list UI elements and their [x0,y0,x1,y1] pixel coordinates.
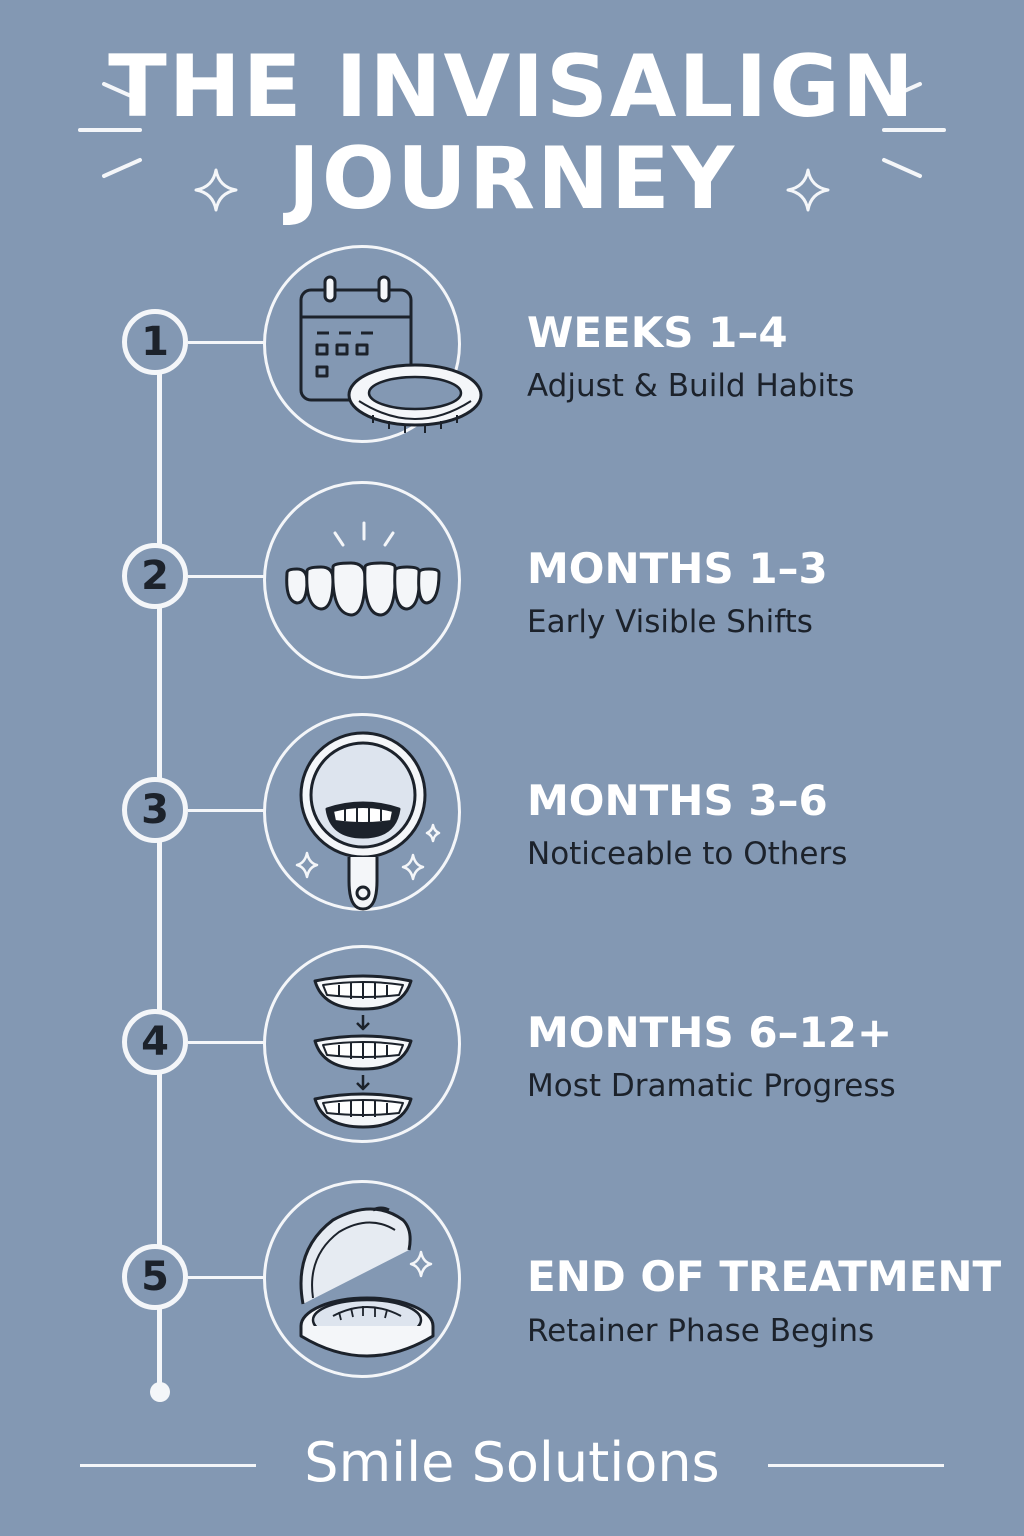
step-number-badge: 2 [122,543,188,609]
step-connector [188,809,266,812]
page-title-line-1: THE INVISALIGN [108,37,916,137]
retainer-case-icon [299,1206,435,1358]
footer-divider-left [80,1464,256,1467]
step-icon-circle [263,481,461,679]
page-title-line-2: JOURNEY [287,129,737,229]
timeline-step-5: 5 END OF TREATMENT Retainer Phase Begins [0,1180,1024,1380]
step-subtitle: Retainer Phase Begins [527,1313,875,1349]
step-title: MONTHS 1–3 [527,544,828,593]
teeth-icon [285,521,441,617]
step-number-badge: 5 [122,1244,188,1310]
step-number-badge: 1 [122,309,188,375]
step-icon-circle [263,713,461,911]
step-connector [188,341,266,344]
timeline-line [157,340,162,1392]
step-title: WEEKS 1–4 [527,308,788,357]
step-title: END OF TREATMENT [527,1252,1002,1301]
step-title: MONTHS 3–6 [527,776,828,825]
step-subtitle: Most Dramatic Progress [527,1068,896,1104]
step-icon-circle [263,1180,461,1378]
footer-brand: Smile Solutions [304,1431,720,1494]
step-number-badge: 3 [122,777,188,843]
step-connector [188,1041,266,1044]
step-number-badge: 4 [122,1009,188,1075]
timeline-step-1: 1 WEEKS 1–4 Adjust & Build Habits [0,245,1024,445]
title-sparkle-decoration [78,82,946,212]
mirror-smile-icon [295,731,441,911]
step-subtitle: Early Visible Shifts [527,604,813,640]
timeline-step-3: 3 MONTHS 3–6 Noticeable to Others [0,713,1024,913]
footer-divider-right [768,1464,944,1467]
step-icon-circle [263,945,461,1143]
calendar-aligner-icon [299,275,483,433]
smile-progression-icon [313,974,413,1129]
timeline-step-2: 2 MONTHS 1–3 Early Visible Shifts [0,481,1024,681]
timeline-step-4: 4 MONTHS 6–12+ Most Dramatic Progress [0,945,1024,1145]
step-icon-circle [263,245,483,443]
step-connector [188,575,266,578]
step-subtitle: Noticeable to Others [527,836,848,872]
timeline-end-dot [150,1382,170,1402]
step-title: MONTHS 6–12+ [527,1008,893,1057]
step-subtitle: Adjust & Build Habits [527,368,855,404]
step-connector [188,1276,266,1279]
